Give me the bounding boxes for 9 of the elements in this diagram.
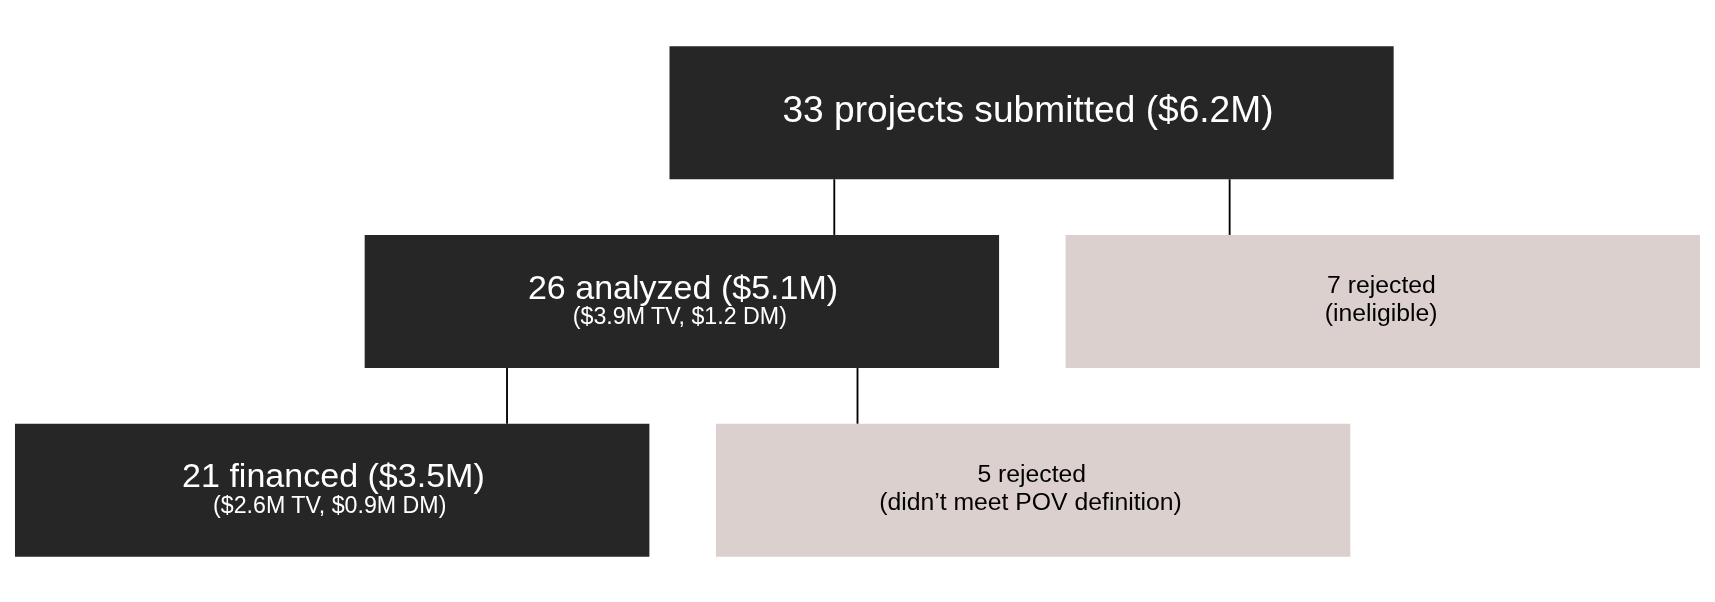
node-box: 26 analyzed ($5.1M) ($3.9M TV, $1.2 DM) <box>364 234 1000 368</box>
node-box: 33 projects submitted ($6.2M) <box>669 45 1394 179</box>
node-box: 21 financed ($3.5M) ($2.6M TV, $0.9M DM) <box>14 423 650 557</box>
node-box: 5 rejected (didn’t meet POV definition) <box>715 423 1351 557</box>
connector <box>1228 177 1231 236</box>
connector <box>833 177 836 236</box>
connector <box>856 366 859 425</box>
node-box: 7 rejected (ineligible) <box>1065 234 1701 368</box>
connector <box>506 366 508 425</box>
